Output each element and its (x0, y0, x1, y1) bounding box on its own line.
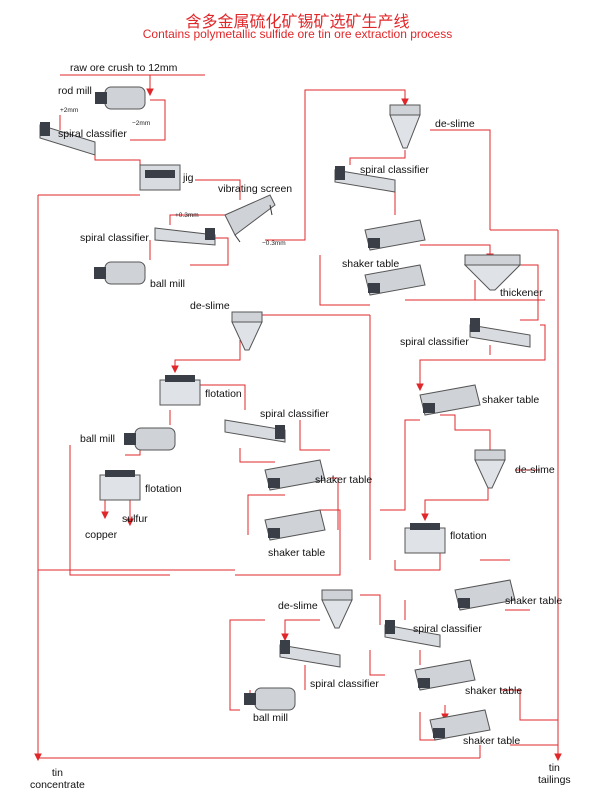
label-shaker-table-5: shaker table (505, 595, 563, 607)
spiral-classifier-5-icon (224, 419, 286, 443)
title-chinese: 含多金属硫化矿锡矿选矿生产线 (185, 12, 410, 31)
label-ball-mill-3: ball mill (253, 712, 289, 724)
shaker-table-6-icon (414, 659, 476, 691)
spiral-classifier-3-icon (334, 166, 396, 193)
label-spiral-classifier-4: spiral classifier (400, 336, 469, 348)
shaker-table-3-icon (264, 459, 326, 491)
flotation-2-icon (99, 470, 141, 501)
annotation-minus2mm: −2mm (132, 120, 151, 127)
label-shaker-table-2: shaker table (482, 394, 540, 406)
label-shaker-table-7: shaker table (463, 735, 521, 747)
label-deslime-3: de-slime (515, 464, 555, 476)
label-spiral-classifier-3: spiral classifier (360, 164, 429, 176)
shaker-table-7-icon (429, 709, 491, 741)
label-spiral-classifier-2: spiral classifier (80, 232, 149, 244)
label-flotation-3: flotation (450, 530, 487, 542)
annotation-plus03mm: +0.3mm (175, 212, 199, 219)
title-english: Contains polymetallic sulfide ore tin or… (142, 27, 453, 41)
label-spiral-classifier-1: spiral classifier (58, 128, 127, 140)
spiral-classifier-2-icon (154, 227, 216, 246)
annotation-plus2mm: +2mm (60, 107, 79, 114)
label-shaker-table-6: shaker table (465, 685, 523, 697)
spiral-classifier-4-icon (469, 318, 531, 348)
shaker-table-5-icon (454, 579, 516, 611)
flotation-1-icon (159, 375, 201, 406)
label-spiral-classifier-6: spiral classifier (413, 623, 482, 635)
label-shaker-table-3: shaker table (315, 474, 373, 486)
label-ball-mill-1: ball mill (150, 278, 186, 290)
ball-mill-1-icon (94, 261, 146, 285)
label-shaker-table-1: shaker table (342, 258, 400, 270)
label-raw-ore: raw ore crush to 12mm (70, 62, 178, 74)
label-sulfur: sulfur (122, 513, 148, 525)
label-spiral-classifier-7: spiral classifier (310, 678, 379, 690)
shaker-table-2-icon (419, 384, 481, 416)
deslime-3-icon (474, 449, 506, 489)
rod-mill-icon (95, 86, 146, 110)
label-spiral-classifier-5: spiral classifier (260, 408, 329, 420)
label-jig: jig (183, 172, 194, 184)
label-thickener: thickener (500, 287, 543, 299)
label-deslime-1: de-slime (435, 118, 475, 130)
spiral-classifier-7-icon (279, 640, 341, 668)
spiral-classifier-1-icon (39, 122, 96, 156)
jig-icon (139, 164, 181, 191)
deslime-2-icon (231, 311, 263, 351)
spiral-classifier-6-icon (384, 620, 441, 648)
label-vibrating-screen: vibrating screen (218, 183, 293, 195)
deslime-4-icon (321, 589, 353, 629)
label-copper: copper (85, 529, 118, 541)
label-deslime-2: de-slime (190, 300, 230, 312)
label-rod-mill: rod mill (58, 85, 92, 97)
label-ball-mill-2: ball mill (80, 433, 116, 445)
vibrating-screen-icon (224, 194, 276, 243)
ball-mill-2-icon (124, 427, 176, 451)
label-flotation-1: flotation (205, 388, 242, 400)
thickener-icon (463, 254, 522, 291)
label-shaker-table-4: shaker table (268, 547, 326, 559)
annotation-minus03mm: −0.3mm (262, 240, 286, 247)
shaker-table-1-icon (364, 219, 426, 296)
label-tin-concentrate: tin concentrate (30, 767, 85, 791)
label-tin-tailings: tin tailings (538, 762, 571, 786)
deslime-1-icon (389, 104, 421, 149)
ball-mill-3-icon (244, 687, 296, 711)
flotation-3-icon (404, 523, 446, 554)
label-flotation-2: flotation (145, 483, 182, 495)
label-deslime-4: de-slime (278, 600, 318, 612)
shaker-table-4-icon (264, 509, 326, 541)
